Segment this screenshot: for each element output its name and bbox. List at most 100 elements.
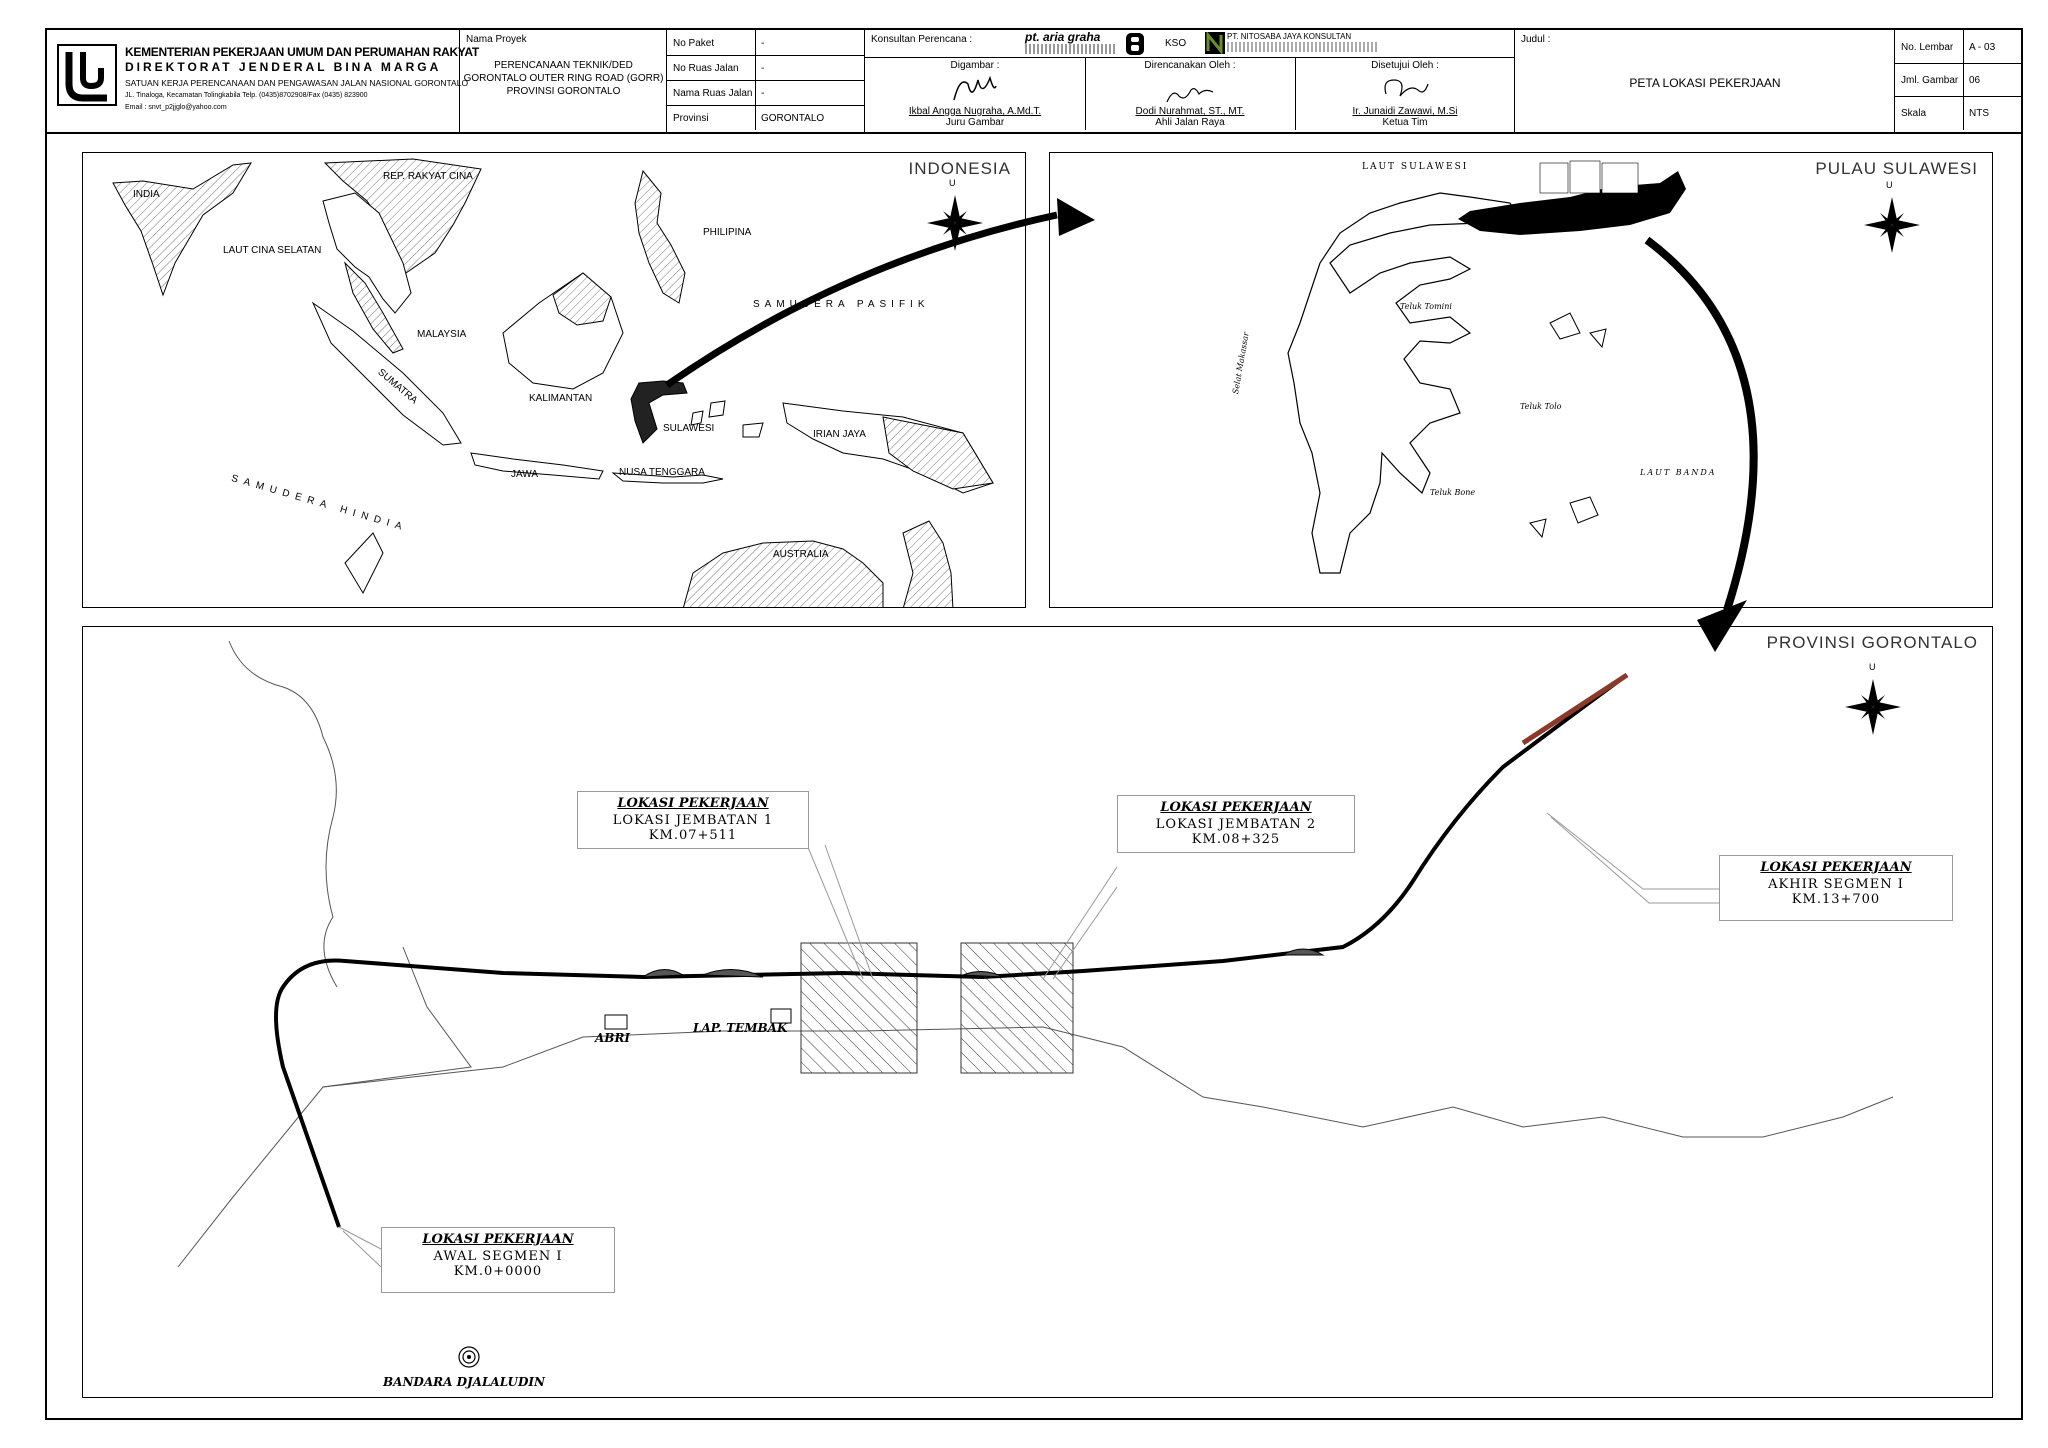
callout-jembatan-2: LOKASI PEKERJAAN LOKASI JEMBATAN 2 KM.08…	[1117, 795, 1355, 853]
gorontalo-map-svg	[177, 640, 1901, 1368]
disetujui-role: Ketua Tim	[1382, 117, 1428, 128]
agency-cell: KEMENTERIAN PEKERJAAN UMUM DAN PERUMAHAN…	[47, 30, 479, 132]
arrow-sulawesi-to-gorontalo	[1644, 236, 1758, 612]
project-cell: Nama Proyek PERENCANAAN TEKNIK/DED GORON…	[460, 30, 667, 132]
skala-value: NTS	[1969, 108, 1989, 119]
callout-awal-segmen-line2: KM.0+0000	[453, 1264, 543, 1279]
field-label-no-ruas: No Ruas Jalan	[673, 63, 739, 74]
gorontalo-map-title: PROVINSI GORONTALO	[1766, 633, 1978, 652]
disetujui-label: Disetujui Oleh :	[1371, 60, 1439, 71]
north-label-sulawesi: U	[1886, 180, 1893, 190]
terrain-line-1	[177, 946, 472, 1268]
digambar-name: Ikbal Angga Nugraha, A.Md.T.	[908, 106, 1042, 117]
location-arrows	[665, 198, 1758, 652]
callout-jembatan-1-line2: KM.07+511	[648, 828, 738, 843]
skala-label: Skala	[1901, 108, 1927, 119]
pu-logo	[57, 44, 117, 106]
bridge-1-zone	[800, 942, 918, 1074]
label-sulawesi: SULAWESI	[663, 423, 715, 434]
label-laut-cina-selatan: LAUT CINA SELATAN	[223, 245, 322, 256]
arrow-indonesia-to-sulawesi	[665, 211, 1058, 388]
north-label-gorontalo: U	[1869, 662, 1876, 672]
label-laut-banda: LAUT BANDA	[1640, 468, 1717, 477]
callout-leaders	[338, 812, 1721, 1268]
field-value-no-ruas: -	[761, 63, 765, 74]
jml-gambar-value: 06	[1969, 75, 1981, 86]
label-teluk-tolo: Teluk Tolo	[1520, 402, 1562, 411]
fields-cell: No Paket - No Ruas Jalan - Nama Ruas Jal…	[667, 30, 865, 132]
direncanakan-name: Dodi Nurahmat, ST., MT.	[1135, 106, 1245, 117]
philippines-landmass	[634, 169, 686, 304]
kso-label: KSO	[1165, 38, 1187, 49]
indochina-landmass	[322, 192, 412, 314]
judul-value: PETA LOKASI PEKERJAAN	[1629, 76, 1781, 90]
callout-akhir-segmen: LOKASI PEKERJAAN AKHIR SEGMEN I KM.13+70…	[1719, 855, 1953, 921]
direncanakan-role: Ahli Jalan Raya	[1155, 117, 1225, 128]
consultant-2-logo	[1205, 32, 1225, 54]
judul-cell: Judul : PETA LOKASI PEKERJAAN	[1515, 30, 1895, 132]
australia-landmass	[683, 540, 884, 607]
label-malaysia: MALAYSIA	[417, 329, 467, 340]
sheet-info-cell: No. Lembar A - 03 Jml. Gambar 06 Skala N…	[1895, 30, 2021, 132]
sulawesi-map-svg	[1287, 160, 1920, 574]
no-lembar-label: No. Lembar	[1901, 42, 1954, 53]
consultant-cell: Konsultan Perencana : pt. aria graha KSO…	[865, 30, 1515, 132]
label-irian-jaya: IRIAN JAYA	[813, 429, 866, 440]
label-bandara: BANDARA DJALALUDIN	[383, 1375, 545, 1389]
label-philipina: PHILIPINA	[703, 227, 752, 238]
callout-jembatan-1-line1: LOKASI JEMBATAN 1	[612, 813, 774, 828]
label-teluk-bone: Teluk Bone	[1430, 488, 1476, 497]
sulawesi-outline	[1287, 192, 1522, 574]
direncanakan-signature	[1166, 88, 1214, 103]
field-label-provinsi: Provinsi	[673, 113, 709, 124]
label-rrc: REP. RAKYAT CINA	[383, 171, 473, 182]
airport-symbol	[458, 1346, 480, 1368]
callout-jembatan-1: LOKASI PEKERJAAN LOKASI JEMBATAN 1 KM.07…	[577, 791, 809, 849]
indonesia-map-svg	[112, 158, 994, 607]
agency-line-3: SATUAN KERJA PERENCANAAN DAN PENGAWASAN …	[125, 78, 469, 88]
terrain-line-2	[322, 1026, 1894, 1138]
jawa-landmass	[470, 452, 604, 480]
north-arrow-gorontalo	[1845, 679, 1901, 735]
label-teluk-tomini: Teluk Tomini	[1400, 302, 1452, 311]
bridge-2-zone	[960, 942, 1074, 1074]
label-nusa-tenggara: NUSA TENGGARA	[619, 467, 705, 478]
field-value-nama-ruas: -	[761, 88, 765, 99]
field-label-nama-ruas: Nama Ruas Jalan	[673, 88, 753, 99]
label-abri: ABRI	[595, 1031, 631, 1045]
label-india: INDIA	[133, 189, 160, 200]
agency-line-4: JL. Tinaloga, Kecamatan Tolingkabila Tel…	[125, 92, 368, 99]
label-jawa: JAWA	[511, 469, 539, 480]
callout-jembatan-2-heading: LOKASI PEKERJAAN	[1160, 800, 1312, 815]
field-value-no-paket: -	[761, 38, 765, 49]
label-lap-tembak: LAP. TEMBAK	[693, 1021, 788, 1035]
north-label-indonesia: U	[949, 178, 956, 188]
nama-proyek-line-2: GORONTALO OUTER RING ROAD (GORR)	[463, 73, 664, 84]
nama-proyek-label: Nama Proyek	[466, 34, 527, 45]
callout-jembatan-2-line2: KM.08+325	[1191, 832, 1281, 847]
sulawesi-map-title: PULAU SULAWESI	[1815, 159, 1978, 178]
north-arrow-sulawesi	[1864, 197, 1920, 253]
abri-building	[604, 1014, 628, 1030]
consultant-1-name: pt. aria graha	[1025, 30, 1101, 44]
direncanakan-label: Direncanakan Oleh :	[1144, 60, 1236, 71]
nama-proyek-line-1: PERENCANAAN TEKNIK/DED	[494, 60, 633, 71]
callout-akhir-segmen-line1: AKHIR SEGMEN I	[1768, 877, 1904, 892]
indonesia-map-title: INDONESIA	[908, 159, 1011, 178]
callout-awal-segmen-line1: AWAL SEGMEN I	[433, 1249, 563, 1264]
road-alignment	[274, 673, 1629, 1228]
agency-line-5: Email : snvt_p2jjglo@yahoo.com	[125, 104, 227, 111]
river	[228, 640, 338, 988]
jml-gambar-label: Jml. Gambar	[1901, 75, 1959, 86]
agency-line-1: KEMENTERIAN PEKERJAAN UMUM DAN PERUMAHAN…	[125, 45, 479, 59]
consultant-2-name: PT. NITOSABA JAYA KONSULTAN	[1227, 32, 1352, 41]
nama-proyek-line-3: PROVINSI GORONTALO	[506, 86, 621, 97]
konsultan-label: Konsultan Perencana :	[871, 34, 973, 45]
india-landmass	[112, 162, 252, 297]
consultant-1-address	[1025, 44, 1117, 54]
drawing-sheet: KEMENTERIAN PEKERJAAN UMUM DAN PERUMAHAN…	[45, 28, 2023, 1420]
digambar-role: Juru Gambar	[945, 117, 1005, 128]
label-laut-sulawesi: LAUT SULAWESI	[1362, 162, 1469, 172]
agency-line-2: DIREKTORAT JENDERAL BINA MARGA	[125, 60, 442, 74]
north-arrow-indonesia	[927, 195, 983, 251]
